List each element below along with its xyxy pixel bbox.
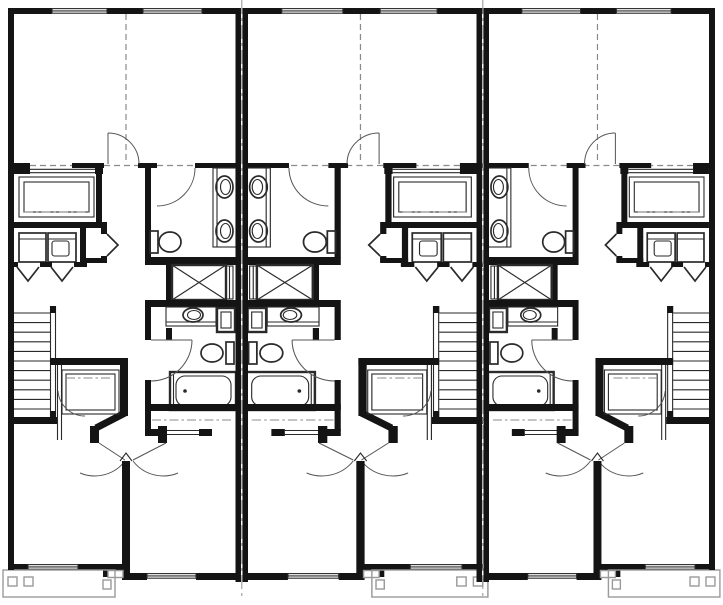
- left-exterior-wall: [8, 8, 14, 570]
- unit-2-floor-plan: [247, 8, 488, 597]
- party-wall: [476, 0, 489, 597]
- boundary-walls: [8, 0, 715, 597]
- party-wall: [235, 0, 248, 597]
- right-exterior-wall: [709, 8, 715, 570]
- unit-1-floor-plan: [3, 8, 236, 597]
- units-layer: [3, 8, 720, 597]
- unit-3-floor-plan: [488, 8, 720, 597]
